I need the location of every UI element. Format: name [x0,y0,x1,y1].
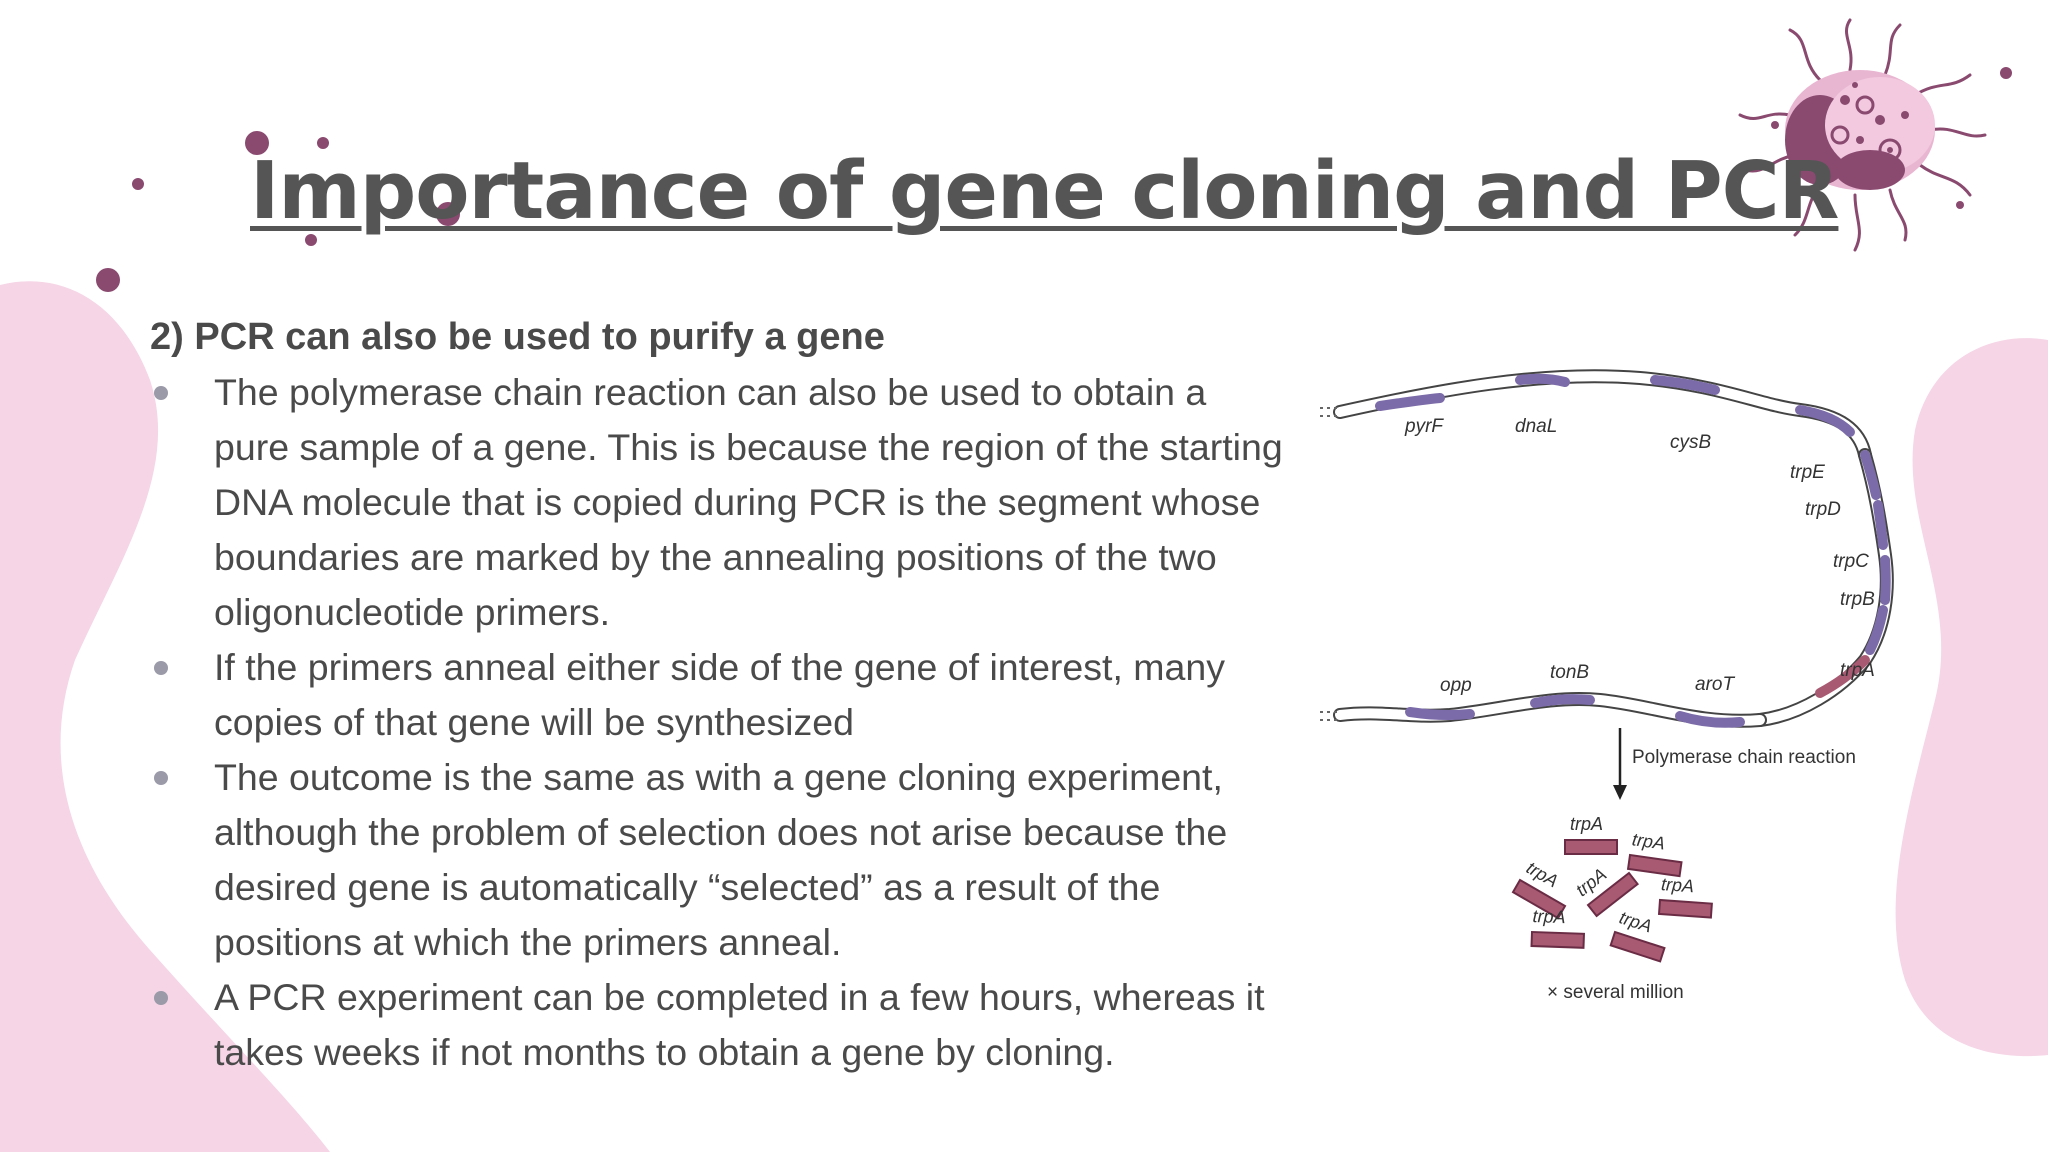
copy-fragment [1511,878,1567,920]
copy-fragment [1626,853,1683,878]
bullet-text: If the primers anneal either side of the… [214,646,1225,743]
copy-fragment [1609,930,1666,963]
deco-dot [317,137,329,149]
gene-label-trpA: trpA [1840,660,1875,681]
copy-label: trpA [1617,907,1655,936]
gene-label-pyrF: pyrF [1404,416,1444,437]
bullet-dot [154,771,168,785]
deco-dot [1771,121,1779,129]
gene-label-cysB: cysB [1670,432,1712,453]
bullet-text: A PCR experiment can be completed in a f… [214,976,1265,1073]
pcr-figure: pyrF dnaL cysB trpE trpD trpC trpB trpA … [1320,369,1894,1003]
copy-label: trpA [1631,829,1666,853]
deco-dot [2000,67,2012,79]
copy-fragment [1564,839,1618,855]
bullet-list: The polymerase chain reaction can also b… [150,365,1290,1080]
copy-label: trpA [1660,874,1694,896]
page-title: Importance of gene cloning and PCR [250,145,1839,237]
bullet-item: A PCR experiment can be completed in a f… [150,970,1290,1080]
gene-label-trpC: trpC [1833,551,1869,572]
subheading: 2) PCR can also be used to purify a gene [150,316,885,358]
gene-label-tonB: tonB [1550,662,1589,683]
gene-label-trpD: trpD [1805,499,1841,520]
bullet-item: The outcome is the same as with a gene c… [150,750,1290,970]
left-pink-blob [0,281,330,1152]
right-pink-blob [1895,338,2048,1057]
bullet-item: The polymerase chain reaction can also b… [150,365,1290,640]
bullet-item: If the primers anneal either side of the… [150,640,1290,750]
copy-fragment [1530,930,1586,949]
microbe-illustration [1738,18,1987,252]
gene-label-trpE: trpE [1790,462,1825,483]
bullet-dot [154,386,168,400]
bullet-dot [154,661,168,675]
chromosome-right [1753,448,1894,727]
chromosome-lower [1333,692,1767,728]
copy-label: trpA [1532,906,1566,927]
gene-label-trpB: trpB [1840,589,1875,610]
deco-dot [245,131,269,155]
deco-dot [436,202,460,226]
copy-label: trpA [1570,814,1603,834]
chromosome-upper [1333,369,1872,462]
deco-dot [96,268,120,292]
gene-label-aroT: aroT [1695,674,1735,695]
gene-label-opp: opp [1440,675,1472,696]
deco-dot [132,178,144,190]
bullet-text: The outcome is the same as with a gene c… [214,756,1228,963]
copy-fragment [1657,898,1713,919]
gene-label-dnaL: dnaL [1515,416,1557,437]
multiplier-label: × several million [1547,982,1684,1003]
strand-ends [1320,407,1338,721]
copy-fragment [1586,871,1639,918]
pcr-arrow-label: Polymerase chain reaction [1632,747,1856,768]
slide-content: 2) PCR can also be used to purify a gene… [150,310,1290,1080]
bullet-text: The polymerase chain reaction can also b… [214,371,1283,633]
bullet-dot [154,991,168,1005]
deco-dot [1956,201,1964,209]
pcr-arrow [1613,728,1627,800]
trpA-copies: trpA trpA trpA trpA trpA trpA trpA [1511,814,1713,963]
deco-dot [305,234,317,246]
